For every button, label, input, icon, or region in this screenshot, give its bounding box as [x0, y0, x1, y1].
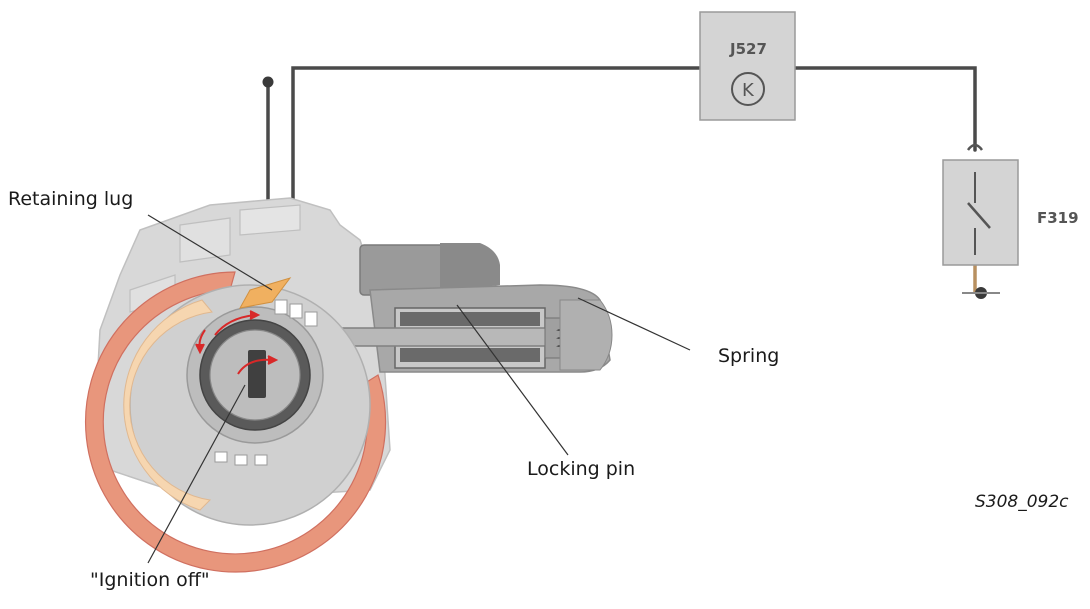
- junction-dot-top: [262, 76, 274, 88]
- j527-symbol: K: [742, 80, 755, 101]
- leader-locking-pin: [456, 304, 569, 456]
- leader-spring: [577, 297, 691, 351]
- locking-pin: [317, 327, 581, 347]
- f319-code-label: F319: [1037, 209, 1079, 227]
- ignition-off-label: "Ignition off": [90, 569, 210, 591]
- retaining-lug-label: Retaining lug: [8, 188, 134, 210]
- leader-retaining-lug: [147, 214, 273, 291]
- locking-pin-label: Locking pin: [527, 458, 636, 480]
- f319-box: F319: [942, 159, 1079, 266]
- j527-box: J527 K: [699, 11, 796, 121]
- cylinder-teeth: [214, 299, 318, 466]
- leader-lines: [147, 214, 691, 564]
- solenoid-assembly: [317, 243, 613, 373]
- lock-cylinder: [84, 271, 387, 573]
- rotation-arrows: [195, 310, 279, 375]
- figure-code: S308_092c: [975, 492, 1069, 512]
- j527-code-label: J527: [729, 40, 767, 58]
- spring-label: Spring: [718, 345, 780, 367]
- leader-ignition-off: [147, 384, 246, 564]
- wire-top-to-j527: [291, 66, 702, 252]
- retaining-lug: [239, 277, 292, 309]
- wire-j527-to-f319: [793, 66, 977, 152]
